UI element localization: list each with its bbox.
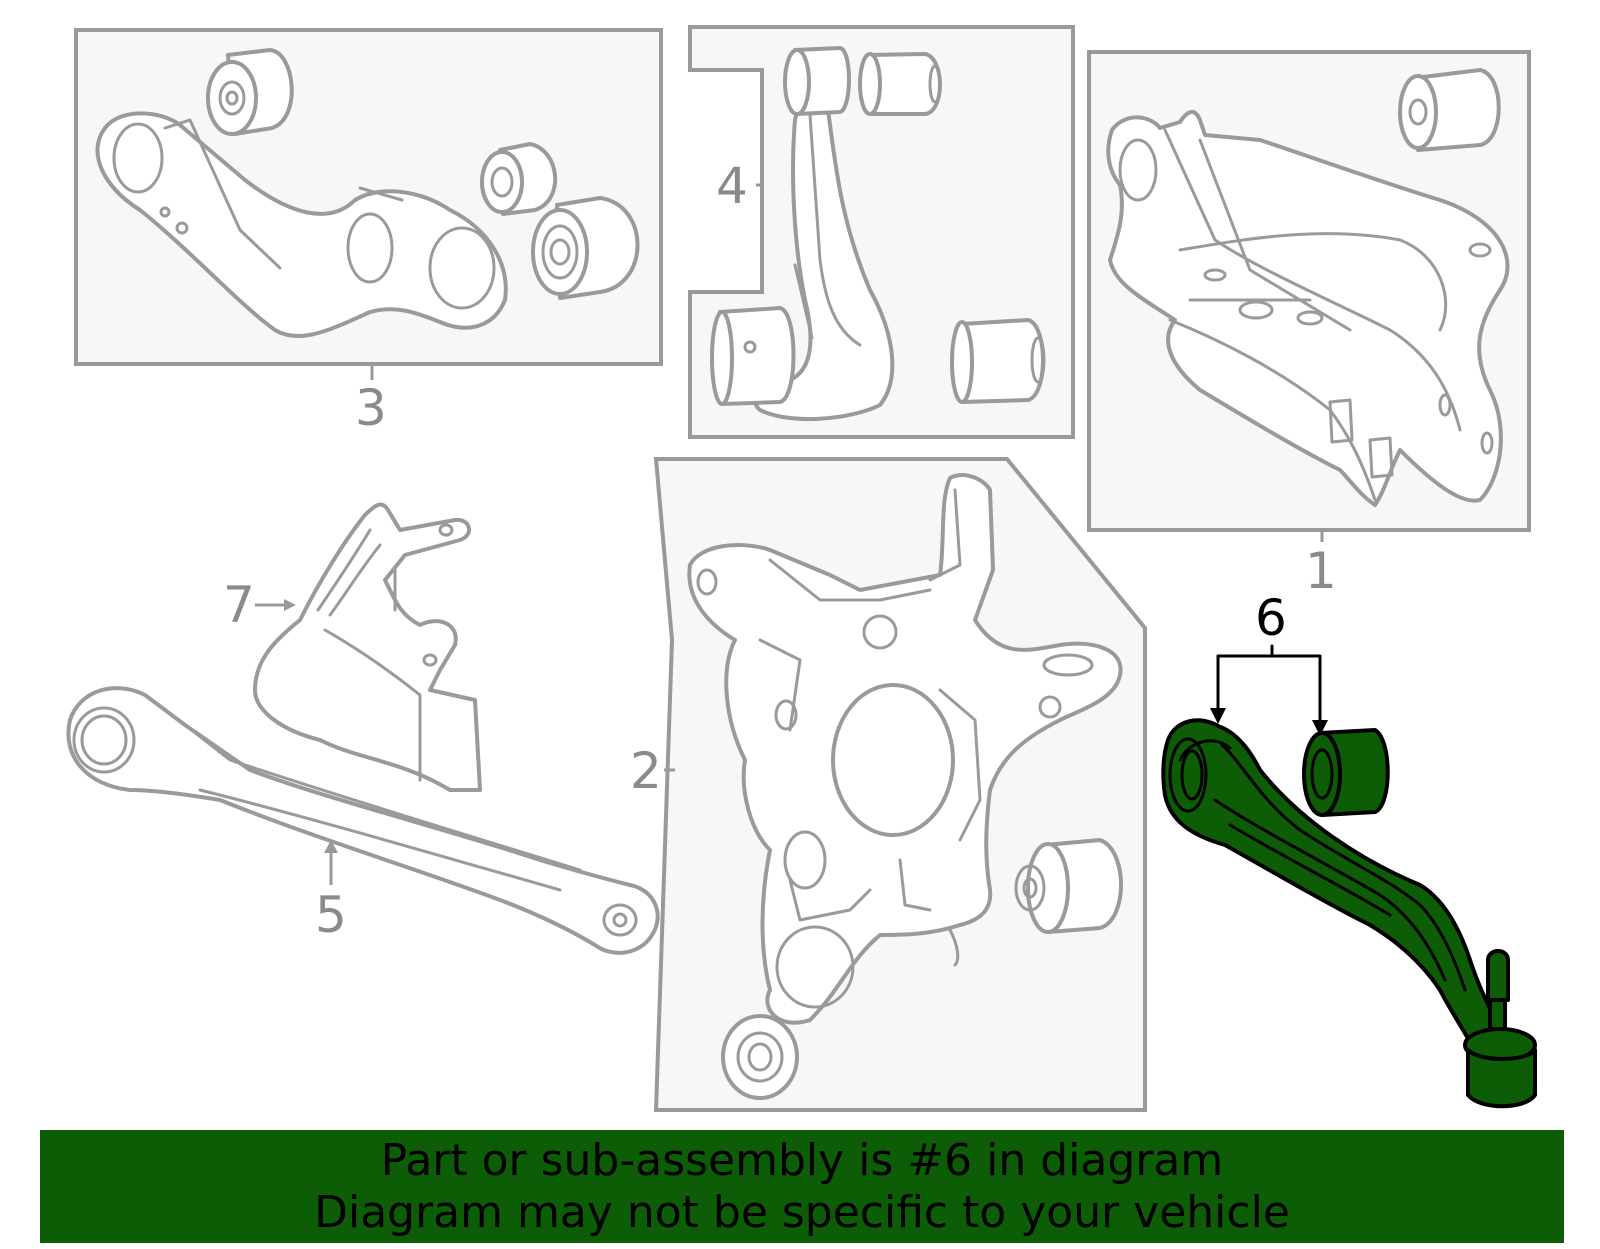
part-7-bracket: 7 [223, 502, 482, 792]
callout-7: 7 [223, 576, 255, 634]
part-5-lateral-link: 5 [66, 686, 660, 955]
info-banner: Part or sub-assembly is #6 in diagram Di… [40, 1130, 1564, 1243]
banner-line-1: Part or sub-assembly is #6 in diagram [380, 1134, 1224, 1186]
callout-5: 5 [315, 886, 347, 944]
banner-line-2: Diagram may not be specific to your vehi… [314, 1186, 1290, 1238]
banner-background [40, 1130, 1564, 1243]
callout-6: 6 [1255, 589, 1287, 647]
bushing-2a [1014, 838, 1123, 934]
panel-2: 2 [630, 457, 1147, 1112]
bushing-4b [950, 318, 1046, 404]
callout-1: 1 [1305, 542, 1337, 600]
callout-2: 2 [630, 742, 662, 800]
bushing-3c [531, 196, 640, 300]
panel-3: 3 [74, 28, 663, 437]
panel-1: 1 [1087, 50, 1531, 600]
bushing-2b [721, 1014, 799, 1100]
bushing-3b [480, 142, 558, 216]
bushing-3a [206, 48, 294, 136]
panel-4: 4 [688, 25, 1075, 439]
bushing-4a [858, 52, 942, 116]
bushing-1 [1398, 68, 1501, 152]
callout-4: 4 [716, 157, 748, 215]
part-6-highlighted: 6 [1161, 589, 1537, 1109]
callout-3: 3 [355, 379, 387, 437]
